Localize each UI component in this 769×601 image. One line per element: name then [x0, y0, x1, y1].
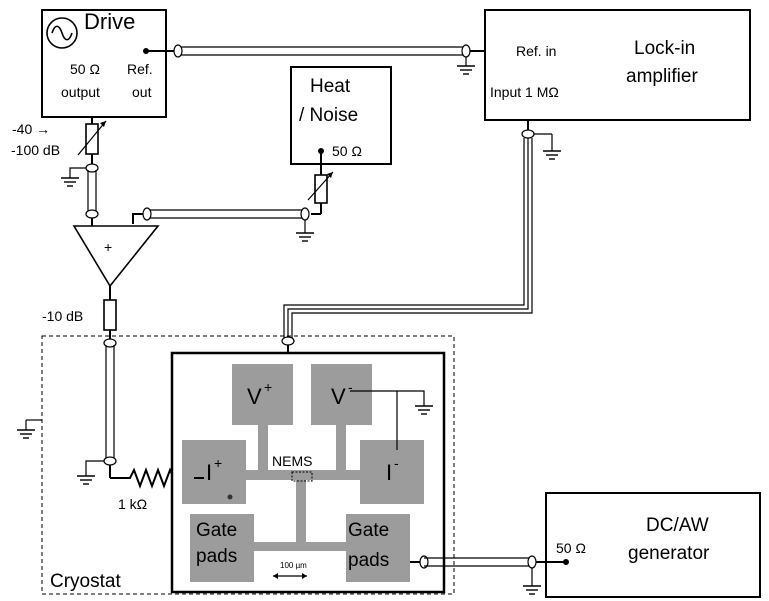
drive-coax: [60, 163, 99, 226]
drive-output-label: output: [61, 84, 100, 100]
drive-source: Drive 50 Ω output Ref. out: [41, 9, 167, 118]
heat-coax: [132, 207, 321, 242]
v-plus-pad: [232, 364, 293, 425]
fixed-attenuator: -10 dB: [42, 299, 117, 340]
gate-pad-left: [190, 514, 254, 582]
heat-noise-source: Heat / Noise 50 Ω: [290, 66, 392, 165]
v-minus-pad: [311, 364, 372, 425]
i-plus-sup: +: [214, 455, 222, 471]
lock-in-title-2: amplifier: [626, 66, 698, 87]
signal-summer: +: [72, 225, 160, 300]
drive-title: Drive: [84, 9, 135, 34]
cryostat-ground: [16, 419, 42, 439]
summer-plus: +: [104, 239, 112, 255]
scale-label: 100 µm: [280, 561, 307, 570]
heat-attenuator: [307, 151, 334, 214]
drive-attenuator-range-2: -100 dB: [11, 142, 60, 158]
v-plus-label: V: [247, 384, 262, 409]
v-minus-sup: -: [348, 379, 353, 395]
gate-left-2: pads: [196, 546, 237, 567]
lock-in-input-coax: [281, 120, 562, 364]
dc-aw-title-2: generator: [628, 543, 710, 564]
drive-attenuator: -40 → -100 dB: [11, 117, 107, 166]
drive-out-label: out: [132, 84, 152, 100]
noise-label: / Noise: [299, 105, 358, 126]
resistor-label: 1 kΩ: [118, 496, 147, 512]
drive-impedance: 50 Ω: [70, 61, 100, 77]
drive-attenuator-range-1: -40 →: [12, 121, 50, 137]
i-minus-sup: -: [394, 455, 399, 471]
lock-in-amplifier: Ref. in Lock-in amplifier Input 1 MΩ: [484, 9, 751, 121]
v-minus-ground: [350, 390, 434, 450]
dc-aw-title-1: DC/AW: [646, 515, 709, 536]
gate-right-1: Gate: [348, 520, 389, 541]
heat-noise-impedance: 50 Ω: [332, 143, 362, 159]
cryostat-label: Cryostat: [50, 571, 121, 592]
i-plus-label: I: [206, 460, 212, 485]
lock-in-title-1: Lock-in: [634, 38, 695, 59]
cryo-coax: [76, 338, 117, 485]
cryostat-boundary: [41, 335, 455, 595]
sine-wave-icon: [51, 25, 73, 41]
gate-coax: [410, 555, 566, 595]
attenuator-10db-label: -10 dB: [42, 308, 83, 324]
nems-region: [291, 471, 313, 482]
lock-in-ref-in: Ref. in: [516, 43, 556, 59]
i-plus-pad: [182, 440, 246, 504]
v-plus-sup: +: [264, 379, 272, 395]
nems-label: NEMS: [272, 453, 312, 469]
gate-pad-right: [346, 514, 410, 582]
gate-right-2: pads: [348, 550, 389, 571]
i-minus-label: I: [386, 460, 392, 485]
gate-left-1: Gate: [196, 520, 237, 541]
drive-ref-label: Ref.: [127, 61, 153, 77]
v-minus-label: V: [331, 384, 346, 409]
chip-micrograph: V + V - I + I - NEMS Gate pads Gate pads…: [170, 351, 446, 594]
i-minus-pad: [360, 440, 424, 504]
lock-in-input: Input 1 MΩ: [490, 84, 559, 100]
dc-aw-generator: 50 Ω DC/AW generator: [545, 492, 761, 598]
heat-label: Heat: [310, 76, 351, 97]
dc-aw-impedance: 50 Ω: [556, 540, 586, 556]
